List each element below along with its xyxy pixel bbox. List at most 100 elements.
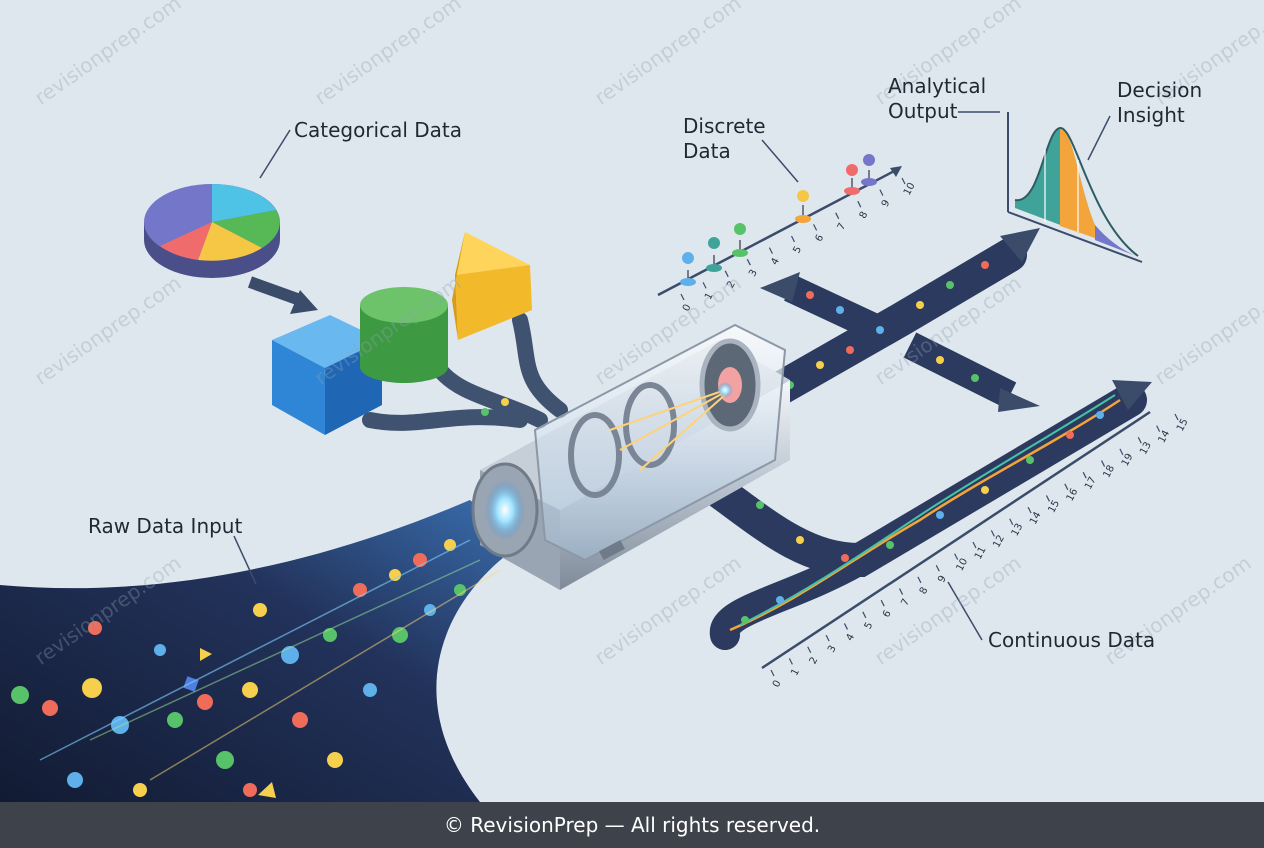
shapes-feed-pipe	[362, 312, 568, 431]
continuous-axis-tick-label: 8	[918, 586, 931, 597]
continuous-axis-tick-mark	[1009, 518, 1014, 525]
discrete-axis-tick-mark	[835, 212, 840, 220]
discrete-axis-tick-mark	[724, 270, 729, 278]
continuous-axis-tick-mark	[1045, 495, 1050, 502]
decision-insight-label-line1: Decision	[1117, 78, 1203, 102]
continuous-axis-tick-label: 12	[991, 533, 1007, 549]
continuous-axis-tick-mark	[1119, 448, 1124, 456]
continuous-axis-tick-mark	[825, 634, 830, 642]
analytical-output-label-line1: Analytical	[888, 74, 987, 98]
raw-data-input-label: Raw Data Input	[88, 514, 243, 538]
continuous-axis-tick-mark	[1082, 471, 1087, 479]
discrete-axis-tick-label: 1	[703, 291, 716, 302]
continuous-axis-tick-label: 13	[1138, 440, 1154, 456]
continuous-axis-tick-mark	[1027, 506, 1032, 514]
continuous-axis-tick-label: 19	[1120, 452, 1136, 468]
analytical-output-chart	[1007, 112, 1143, 263]
discrete-axis-tick-mark	[702, 282, 707, 289]
continuous-axis-tick-label: 14	[1028, 510, 1044, 526]
continuous-axis-tick-label: 5	[863, 620, 876, 631]
discrete-data-label-line2: Data	[683, 139, 731, 163]
continuous-axis-tick-mark	[1137, 437, 1142, 444]
continuous-data-label: Continuous Data	[988, 628, 1156, 652]
raw-data-stream	[0, 500, 520, 802]
continuous-axis-tick-label: 6	[881, 609, 894, 620]
discrete-axis-tick-label: 2	[725, 279, 738, 290]
discrete-data-label-line1: Discrete	[683, 114, 766, 138]
continuous-axis-tick-mark	[1156, 425, 1161, 432]
callout-leaders	[233, 111, 1111, 641]
continuous-axis-tick-label: 10	[955, 557, 971, 573]
continuous-trend-line	[729, 398, 1121, 632]
arrow-lower-right	[998, 388, 1040, 412]
continuous-axis-tick-label: 2	[808, 655, 821, 666]
upper-branch-up	[784, 275, 886, 343]
discrete-axis-tick-label: 9	[880, 198, 893, 209]
upper-output-pipe	[743, 238, 1027, 417]
discrete-axis-tick-label: 0	[681, 303, 694, 314]
continuous-axis-tick-mark	[862, 611, 867, 619]
discrete-axis-tick-mark	[901, 177, 906, 185]
arrow-up-left	[760, 272, 800, 302]
yellow-prism	[452, 232, 532, 340]
analytical-output-label-line2: Output	[888, 99, 958, 123]
continuous-axis-tick-mark	[770, 669, 775, 677]
continuous-axis-tick-label: 15	[1046, 498, 1062, 514]
discrete-axis-tick-label: 10	[902, 181, 918, 197]
continuous-axis-tick-label: 16	[1065, 487, 1081, 503]
continuous-axis-tick-label: 4	[844, 632, 857, 643]
continuous-axis-tick-mark	[788, 658, 793, 665]
discrete-axis-tick-label: 7	[836, 221, 849, 232]
continuous-axis-tick-label: 7	[899, 597, 912, 608]
categorical-pie-chart	[144, 184, 280, 278]
continuous-axis-tick-mark	[899, 588, 904, 595]
continuous-axis-tick-mark	[843, 623, 848, 630]
continuous-axis-tick-mark	[1101, 460, 1106, 467]
continuous-axis-tick-label: 1	[789, 667, 802, 678]
continuous-axis-tick-mark	[954, 553, 959, 560]
decision-insight-label-line2: Insight	[1117, 103, 1185, 127]
discrete-axis-tick-mark	[857, 200, 862, 208]
continuous-axis-tick-label: 15	[1175, 417, 1191, 433]
continuous-axis-tick-mark	[1174, 413, 1179, 421]
upper-branch-down	[903, 332, 1017, 408]
pipe-particles	[481, 261, 1104, 624]
processing-machine	[471, 323, 790, 590]
discrete-axis-tick-label: 8	[858, 210, 871, 221]
continuous-axis-tick-label: 13	[1010, 522, 1026, 538]
continuous-axis-tick-label: 11	[973, 545, 989, 561]
continuous-axis-tick-label: 0	[771, 679, 784, 690]
discrete-axis-tick-mark	[813, 224, 818, 231]
continuous-axis-tick-mark	[1064, 483, 1069, 491]
continuous-axis-tick-mark	[880, 599, 885, 607]
discrete-pins	[680, 154, 877, 286]
arrow-continuous-end	[1112, 380, 1152, 410]
copyright-footer: © RevisionPrep — All rights reserved.	[0, 802, 1264, 848]
discrete-axis-tick-mark	[879, 189, 884, 196]
discrete-axis-tick-mark	[746, 258, 751, 266]
continuous-axis-tick-label: 14	[1157, 429, 1173, 445]
discrete-axis-tick-label: 5	[791, 245, 804, 256]
continuous-axis-tick-mark	[935, 565, 940, 572]
continuous-axis-tick-mark	[990, 530, 995, 537]
arrow-upper-right	[1000, 228, 1040, 262]
continuous-axis-tick-mark	[807, 646, 812, 653]
continuous-axis-tick-mark	[972, 541, 977, 549]
continuous-axis-tick-label: 18	[1101, 464, 1117, 480]
green-cylinder	[360, 287, 448, 383]
discrete-axis-tick-label: 6	[814, 233, 827, 244]
continuous-axis-tick-label: 17	[1083, 475, 1099, 491]
discrete-axis-tick-label: 3	[747, 268, 760, 279]
continuous-axis-tick-mark	[917, 576, 922, 584]
continuous-axis-tick-label: 9	[936, 574, 949, 585]
discrete-axis-tick-mark	[680, 293, 685, 301]
categorical-data-label: Categorical Data	[294, 118, 462, 142]
continuous-axis-tick-label: 3	[826, 644, 839, 655]
discrete-axis-tick-mark	[790, 235, 796, 243]
